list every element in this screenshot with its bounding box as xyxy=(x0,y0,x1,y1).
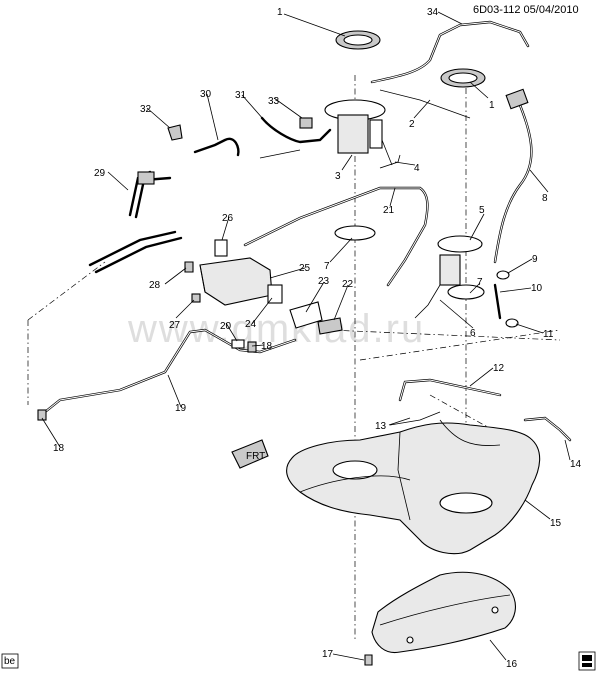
corner-label: be xyxy=(1,653,19,669)
callout-33: 33 xyxy=(268,96,280,107)
alignment-lines xyxy=(27,75,561,640)
vent-line-12 xyxy=(398,378,502,402)
leader-lines xyxy=(41,11,571,661)
callout-8: 8 xyxy=(542,193,548,204)
callout-24: 24 xyxy=(245,319,257,330)
bolt-17 xyxy=(364,654,373,666)
callout-2: 2 xyxy=(409,119,415,130)
callout-34: 34 xyxy=(427,7,439,18)
fuel-tank xyxy=(286,419,541,555)
bracket-22 xyxy=(317,317,343,335)
callout-labels: 1 1 2 3 4 5 6 7 7 8 9 10 11 12 13 14 15 … xyxy=(53,7,582,670)
callout-15: 15 xyxy=(550,518,562,529)
callout-7b: 7 xyxy=(477,277,483,288)
callout-18b: 18 xyxy=(261,341,273,352)
line-13 xyxy=(389,411,441,426)
frt-label: FRT xyxy=(246,451,265,462)
hose-10 xyxy=(493,283,502,320)
harness-31 xyxy=(260,116,332,144)
callout-27: 27 xyxy=(169,320,181,331)
callout-19: 19 xyxy=(175,403,187,414)
callout-9: 9 xyxy=(532,254,538,265)
lock-ring-1b xyxy=(440,68,486,88)
line-30 xyxy=(193,137,240,157)
callout-21: 21 xyxy=(383,205,395,216)
lock-ring-1a xyxy=(335,30,381,50)
clamp-9 xyxy=(496,270,510,280)
callout-1a: 1 xyxy=(277,7,283,18)
callout-18a: 18 xyxy=(53,443,65,454)
callout-20: 20 xyxy=(220,321,232,332)
bracket-32 xyxy=(167,124,183,141)
heat-shield xyxy=(371,571,516,654)
callout-5: 5 xyxy=(479,205,485,216)
front-direction-arrow: FRT xyxy=(231,439,269,469)
vent-line-14 xyxy=(523,416,572,442)
callout-29: 29 xyxy=(94,168,106,179)
fuel-sender-5 xyxy=(414,235,483,319)
clip-18a xyxy=(37,409,47,421)
clip-28 xyxy=(184,261,194,273)
callout-4: 4 xyxy=(414,163,420,174)
valve-26 xyxy=(214,239,228,257)
callout-31: 31 xyxy=(235,90,247,101)
evap-canister xyxy=(184,239,283,306)
corner-label-text: be xyxy=(4,656,16,667)
seal-7a xyxy=(334,225,376,241)
callout-16: 16 xyxy=(506,659,518,670)
callout-11: 11 xyxy=(543,329,554,340)
callout-3: 3 xyxy=(335,171,341,182)
fuel-lines-29 xyxy=(88,170,183,274)
level-sensor-4 xyxy=(379,154,401,169)
connector-33 xyxy=(299,117,313,129)
part-20 xyxy=(231,339,245,349)
bracket-23 xyxy=(289,301,323,329)
callout-32: 32 xyxy=(140,104,152,115)
diagram-reference: 6D03-112 05/04/2010 xyxy=(473,4,579,16)
callout-1b: 1 xyxy=(489,100,495,111)
callout-7a: 7 xyxy=(324,261,330,272)
filler-pipe xyxy=(493,88,533,264)
clip-27 xyxy=(191,293,201,303)
callout-28: 28 xyxy=(149,280,161,291)
evap-line-21 xyxy=(243,186,429,287)
callout-22: 22 xyxy=(342,279,354,290)
callout-26: 26 xyxy=(222,213,234,224)
fuel-line-2 xyxy=(379,89,471,119)
callout-23: 23 xyxy=(318,276,330,287)
callout-14: 14 xyxy=(570,459,582,470)
callout-13: 13 xyxy=(375,421,387,432)
callout-6: 6 xyxy=(470,328,476,339)
callout-17: 17 xyxy=(322,649,334,660)
callout-30: 30 xyxy=(200,89,212,100)
callout-12: 12 xyxy=(493,363,505,374)
fuel-pump-module xyxy=(324,99,393,166)
clip-18b xyxy=(247,341,257,353)
clamp-11 xyxy=(505,318,519,328)
callout-25: 25 xyxy=(299,263,311,274)
publisher-logo-icon xyxy=(578,651,596,671)
callout-10: 10 xyxy=(531,283,543,294)
watermark-text: www.gmklad.ru xyxy=(127,307,425,351)
